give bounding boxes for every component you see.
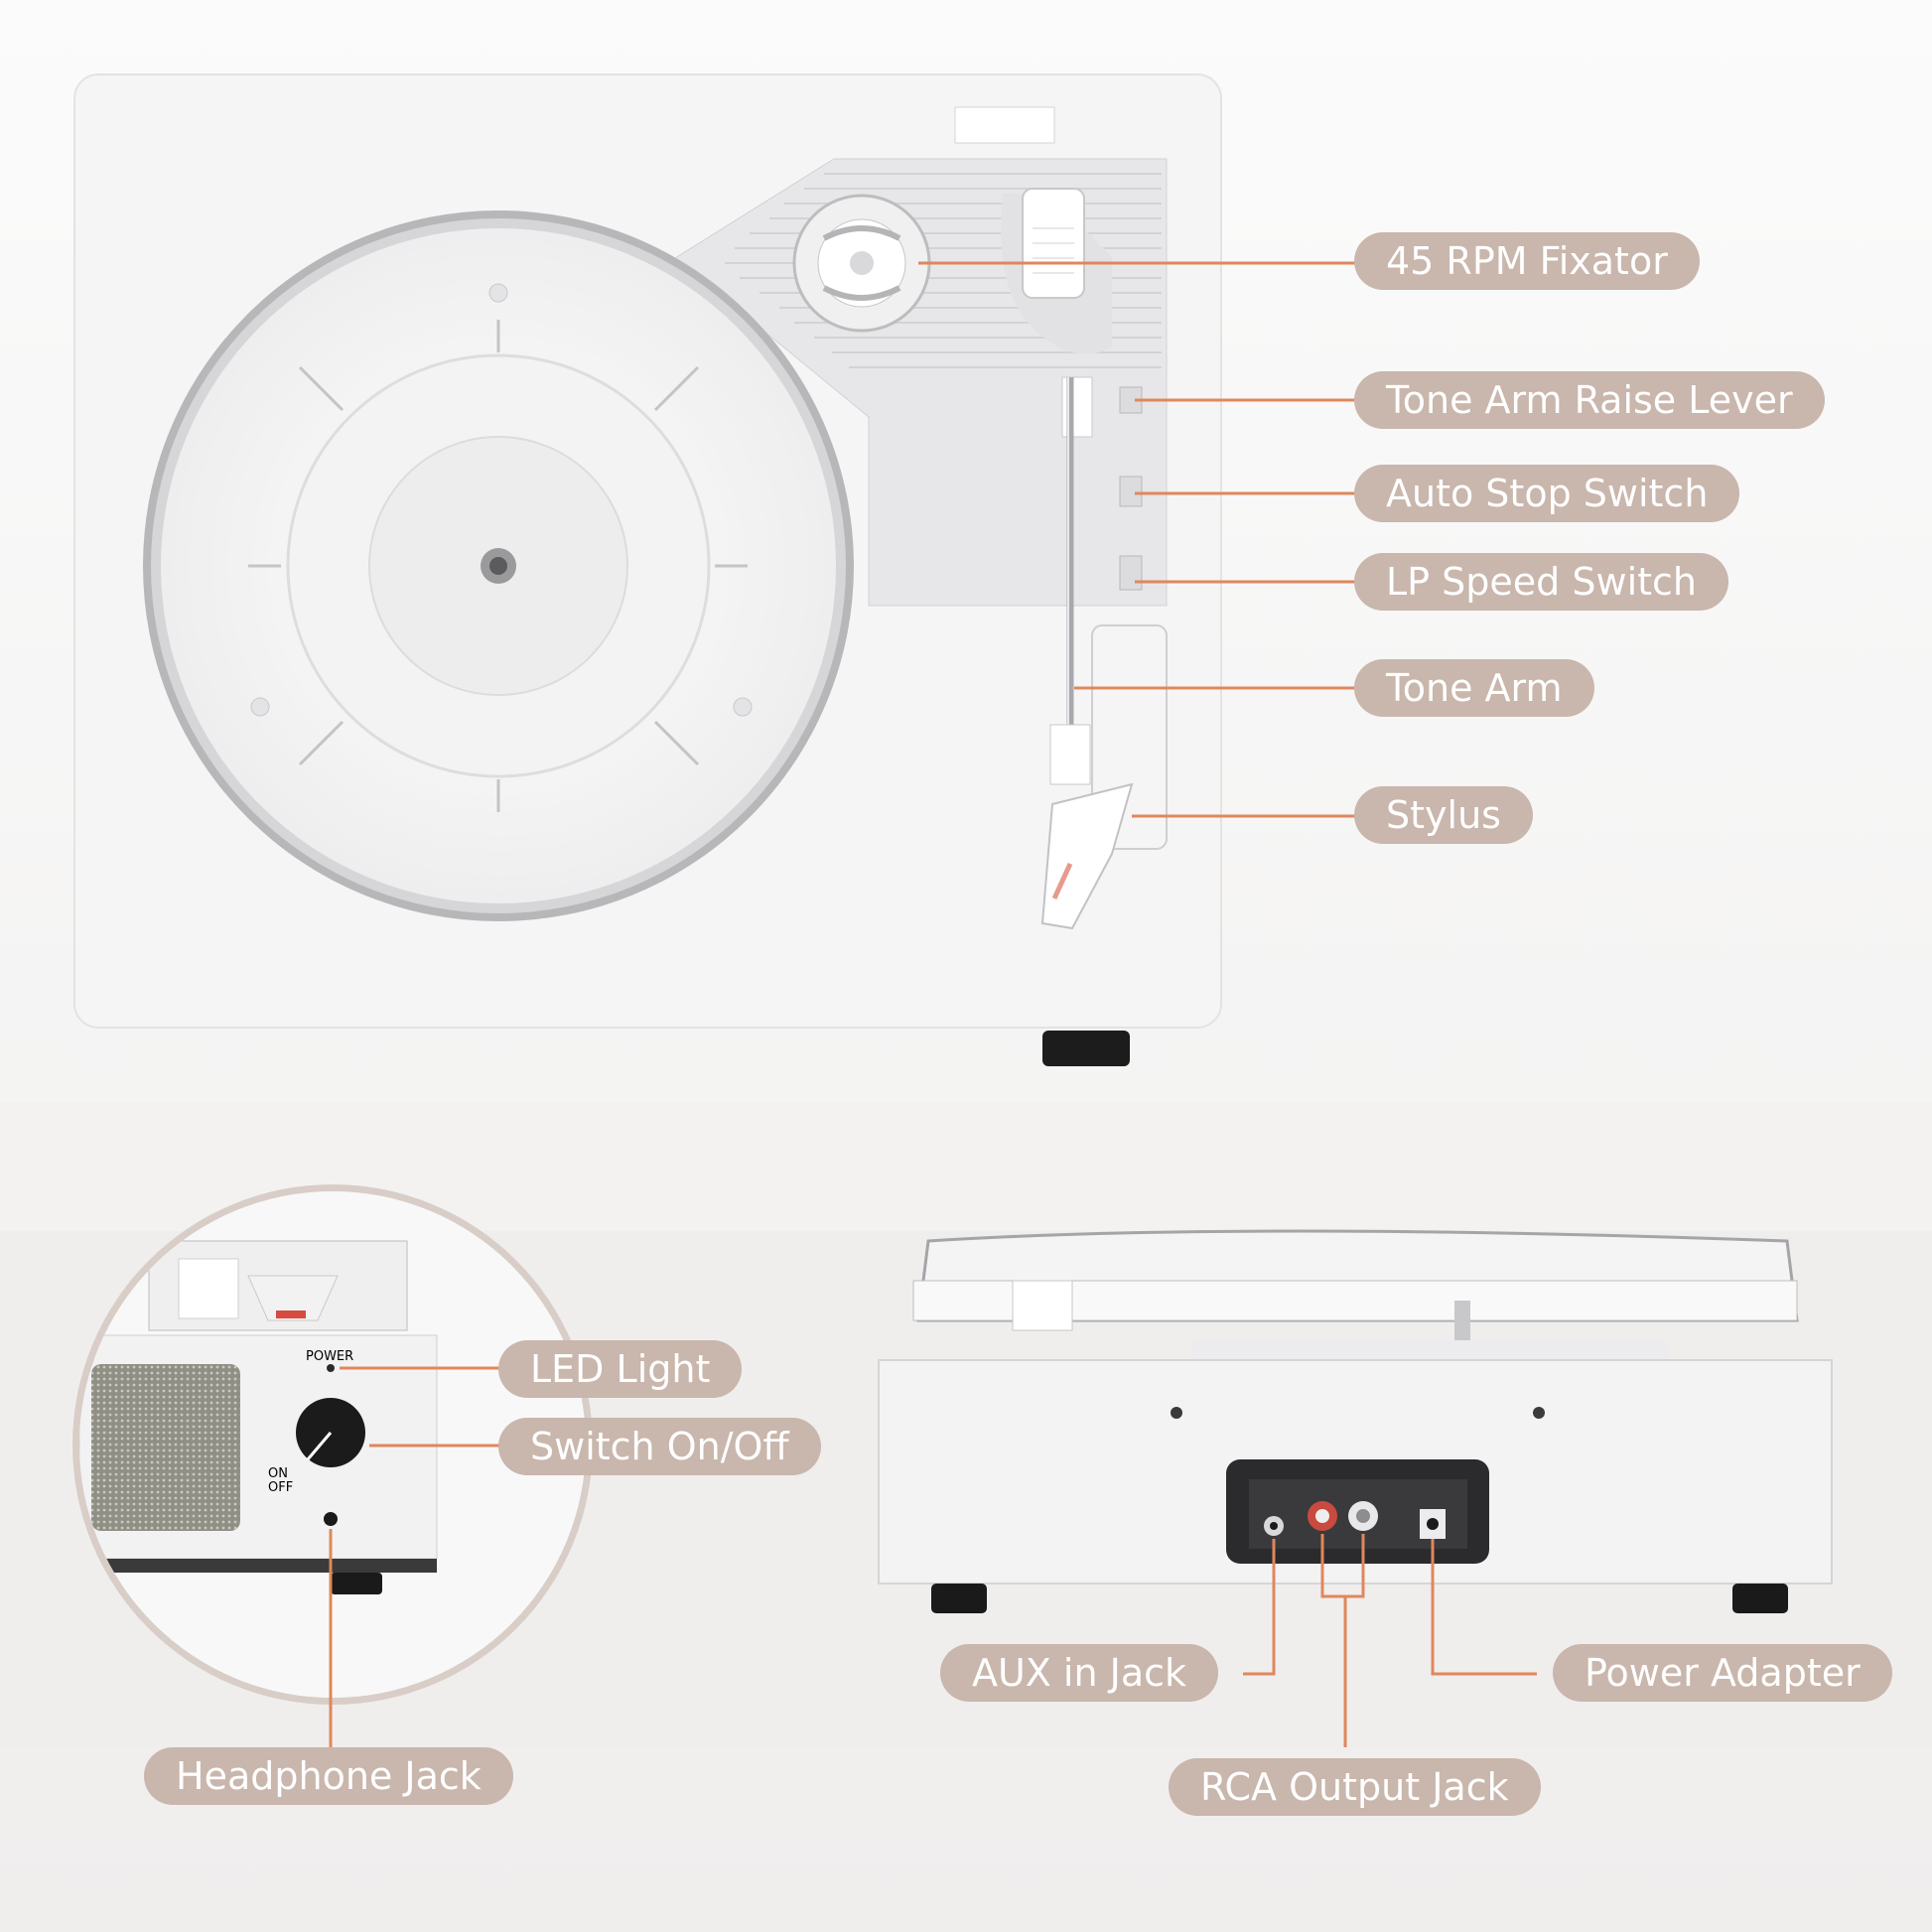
callout-tone-arm: Tone Arm [1354, 659, 1594, 717]
lid-hinge [954, 106, 1055, 144]
callout-aux-in-jack: AUX in Jack [940, 1644, 1219, 1702]
led-dot [327, 1364, 335, 1372]
power-panel-label: POWER [306, 1349, 353, 1364]
callout-auto-stop-switch: Auto Stop Switch [1354, 465, 1740, 522]
callout-power-adapter: Power Adapter [1553, 1644, 1892, 1702]
callout-45-rpm-fixator: 45 RPM Fixator [1354, 232, 1700, 290]
off-panel-label: OFF [268, 1480, 293, 1495]
speaker-grille [91, 1364, 240, 1531]
side-view-leader-lines [329, 1366, 501, 1747]
callout-switch-on-off: Switch On/Off [498, 1418, 821, 1475]
side-view-zoom: POWER ON OFF [72, 1184, 593, 1747]
callout-rca-output-jack: RCA Output Jack [1169, 1758, 1541, 1816]
top-view-leader-lines [918, 261, 1358, 818]
tone-arm [1001, 188, 1143, 930]
rear-view-leader-lines [1243, 1534, 1537, 1747]
rear-view-turntable [878, 1229, 1833, 1747]
callout-headphone-jack: Headphone Jack [144, 1747, 513, 1805]
top-view-turntable [73, 73, 1358, 1066]
callout-stylus: Stylus [1354, 786, 1533, 844]
callout-lp-speed-switch: LP Speed Switch [1354, 553, 1728, 611]
on-panel-label: ON [268, 1466, 288, 1481]
headphone-jack-hole [324, 1512, 338, 1526]
callout-tone-arm-raise-lever: Tone Arm Raise Lever [1354, 371, 1825, 429]
turntable-foot [1042, 1031, 1130, 1066]
45-rpm-fixator [792, 194, 931, 333]
platter [143, 210, 854, 921]
callout-led-light: LED Light [498, 1340, 743, 1398]
